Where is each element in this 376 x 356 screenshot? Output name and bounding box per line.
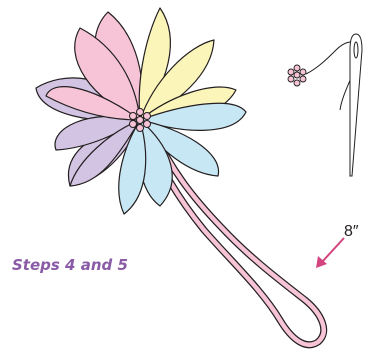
needle-icon (350, 34, 362, 176)
measurement-label: 8″ (344, 223, 359, 240)
bead-cluster-icon (288, 65, 306, 86)
step-caption: Steps 4 and 5 (12, 256, 128, 274)
arrow-icon (316, 238, 344, 268)
flower-icon (36, 8, 246, 214)
